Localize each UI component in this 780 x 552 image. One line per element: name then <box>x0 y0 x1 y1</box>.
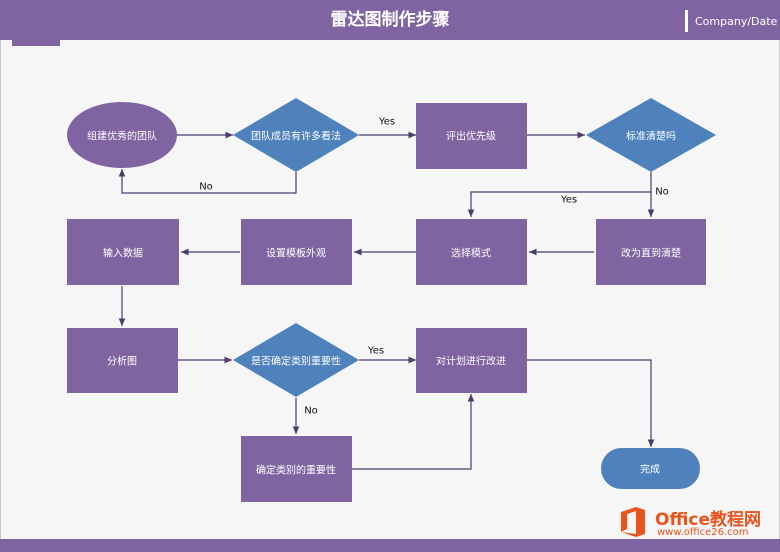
node-pattern-label: 选择模式 <box>451 248 491 260</box>
page-title: 雷达图制作步骤 <box>330 10 450 30</box>
edge-label-clear-no: No <box>655 186 669 198</box>
footer-bar <box>0 539 780 552</box>
edge-label-views-no: No <box>199 181 213 193</box>
node-category-label: 是否确定类别重要性 <box>251 356 341 368</box>
node-clear-label: 标准清楚吗 <box>626 131 676 143</box>
node-input <box>67 219 179 285</box>
node-team <box>67 102 177 168</box>
node-confirm <box>241 436 352 502</box>
node-confirm-label: 确定类别的重要性 <box>256 465 336 477</box>
edge-clear-pattern-yes <box>467 172 652 217</box>
node-clear <box>586 98 716 172</box>
node-done <box>601 448 700 489</box>
company-separator <box>685 10 688 32</box>
edge-label-category-yes: Yes <box>367 345 385 357</box>
node-fix-label: 改为直到清楚 <box>621 248 681 260</box>
company-date: Company/Date <box>695 15 778 28</box>
edge-improve-done <box>527 359 655 447</box>
office-logo: Office教程网 www.office26.com <box>615 503 775 543</box>
edge-views-team-no <box>118 169 297 194</box>
node-analyze <box>67 328 178 393</box>
node-priority-label: 评出优先级 <box>446 131 496 143</box>
node-analyze-label: 分析图 <box>107 356 137 368</box>
node-done-label: 完成 <box>640 464 660 476</box>
node-category <box>233 323 359 397</box>
node-improve <box>416 328 527 393</box>
node-priority <box>416 103 527 169</box>
office-logo-icon <box>621 507 645 537</box>
logo-url: www.office26.com <box>657 527 749 538</box>
node-views <box>233 98 359 172</box>
edge-label-views-yes: Yes <box>378 116 396 128</box>
node-template-label: 设置模板外观 <box>266 248 326 260</box>
node-template <box>241 219 352 285</box>
edge-label-category-no: No <box>304 405 318 417</box>
node-pattern <box>416 219 527 285</box>
title-bar <box>0 0 780 40</box>
node-input-label: 输入数据 <box>103 248 143 260</box>
node-fix <box>596 219 706 285</box>
node-team-label: 组建优秀的团队 <box>87 131 157 143</box>
title-tab <box>12 0 60 46</box>
edge-label-clear-yes: Yes <box>560 194 578 206</box>
node-improve-label: 对计划进行改进 <box>436 356 506 368</box>
edge-confirm-improve <box>352 394 475 470</box>
logo-text: Office教程网 <box>655 510 762 530</box>
node-views-label: 团队成员有许多看法 <box>251 131 341 143</box>
